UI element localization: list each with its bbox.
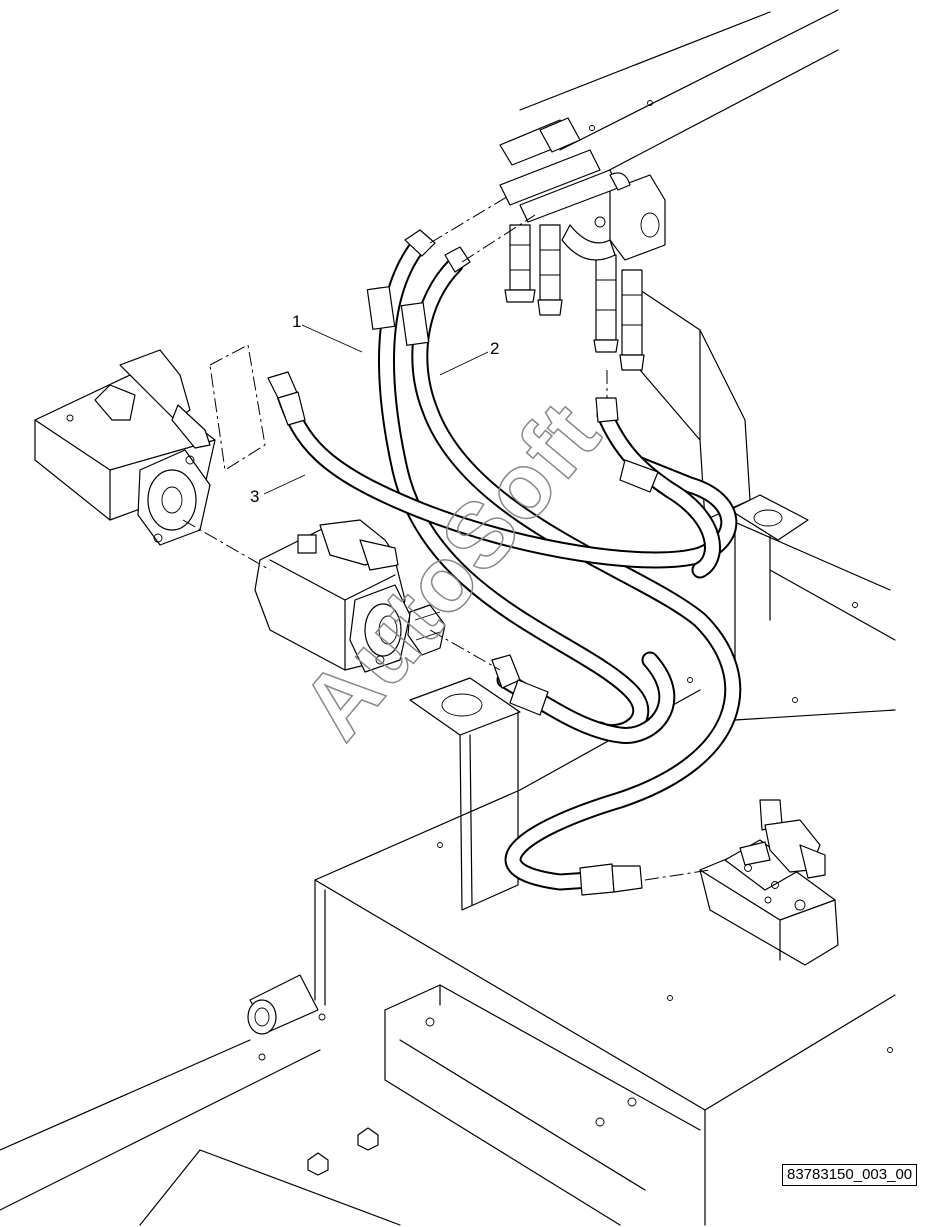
control-valve-assembly [499,117,666,371]
callout-2: 2 [439,339,499,376]
callout-1-label: 1 [292,312,301,331]
hose-fittings [267,229,659,896]
callout-1: 1 [292,312,363,353]
hose-2 [411,256,742,891]
reference-pump-left [34,349,216,546]
connection-lines [182,194,711,881]
reference-number: 83783150_003_00 [782,1164,918,1186]
hose-3 [276,386,738,569]
hose-1 [377,241,650,742]
callout-2-label: 2 [490,339,499,358]
callout-3: 3 [250,474,306,506]
auxiliary-valve [699,799,839,966]
hose-4 [596,406,721,579]
hydraulic-pump [254,519,446,673]
callout-3-label: 3 [250,487,259,506]
